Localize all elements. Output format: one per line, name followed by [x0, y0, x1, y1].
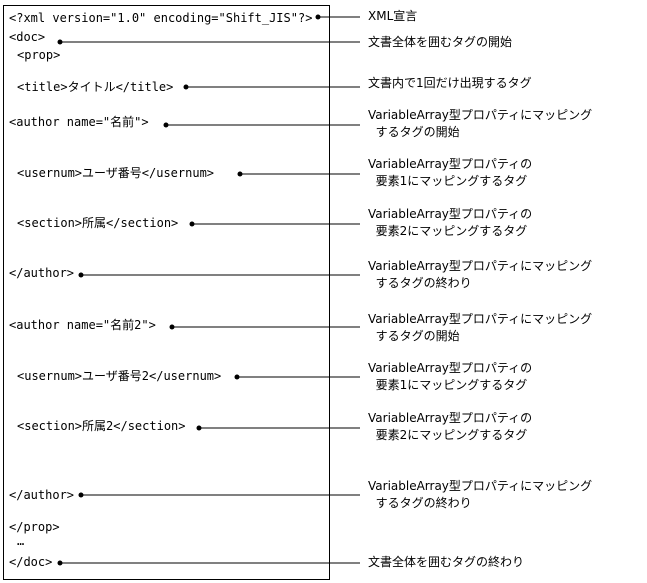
annotation-element2-1: VariableArray型プロパティの 要素2にマッピングするタグ [368, 207, 533, 238]
code-line-ellipsis: … [17, 534, 25, 548]
connector-dot-8 [169, 324, 175, 330]
annotation-element1-1: VariableArray型プロパティの 要素1にマッピングするタグ [368, 157, 533, 188]
code-line-author-open-2: <author name="名前2"> [9, 318, 156, 332]
code-line-prop-close: </prop> [9, 520, 60, 534]
connector-dot-4 [163, 122, 169, 128]
code-frame [3, 5, 330, 580]
connector-dot-10 [196, 425, 202, 431]
connector-dot-3 [183, 84, 189, 90]
code-line-section-2: <section>所属2</section> [17, 419, 186, 433]
code-line-usernum-1: <usernum>ユーザ番号</usernum> [17, 166, 215, 180]
code-line-author-open-1: <author name="名前"> [9, 115, 149, 129]
annotation-author-end-1: VariableArray型プロパティにマッピング するタグの終わり [368, 259, 593, 290]
code-line-author-close-1: </author> [9, 266, 75, 280]
annotation-element2-2: VariableArray型プロパティの 要素2にマッピングするタグ [368, 411, 533, 442]
connector-dot-2 [57, 39, 63, 45]
annotation-xml-declaration: XML宣言 [368, 9, 418, 23]
code-line-section-1: <section>所属</section> [17, 216, 179, 230]
code-line-prop-open: <prop> [17, 48, 61, 62]
annotation-element1-2: VariableArray型プロパティの 要素1にマッピングするタグ [368, 361, 533, 392]
connector-dot-12 [57, 560, 63, 566]
annotation-author-end-2: VariableArray型プロパティにマッピング するタグの終わり [368, 479, 593, 510]
connector-dot-6 [189, 221, 195, 227]
annotation-author-start-2: VariableArray型プロパティにマッピング するタグの開始 [368, 312, 593, 343]
annotation-author-start-1: VariableArray型プロパティにマッピング するタグの開始 [368, 108, 593, 139]
annotation-doc-end: 文書全体を囲むタグの終わり [368, 555, 525, 569]
code-line-usernum-2: <usernum>ユーザ番号2</usernum> [17, 369, 222, 383]
code-line-xml-declaration: <?xml version="1.0" encoding="Shift_JIS"… [9, 11, 313, 25]
connector-dot-7 [78, 272, 84, 278]
code-line-doc-close: </doc> [9, 555, 53, 569]
annotation-title-once: 文書内で1回だけ出現するタグ [368, 76, 532, 90]
connector-dot-1 [315, 14, 321, 20]
annotation-doc-start: 文書全体を囲むタグの開始 [368, 35, 513, 49]
code-line-title: <title>タイトル</title> [17, 80, 174, 94]
connector-dot-5 [237, 171, 243, 177]
connector-dot-9 [234, 374, 240, 380]
connector-dot-11 [78, 492, 84, 498]
code-line-author-close-2: </author> [9, 488, 75, 502]
code-line-doc-open: <doc> [9, 30, 46, 44]
